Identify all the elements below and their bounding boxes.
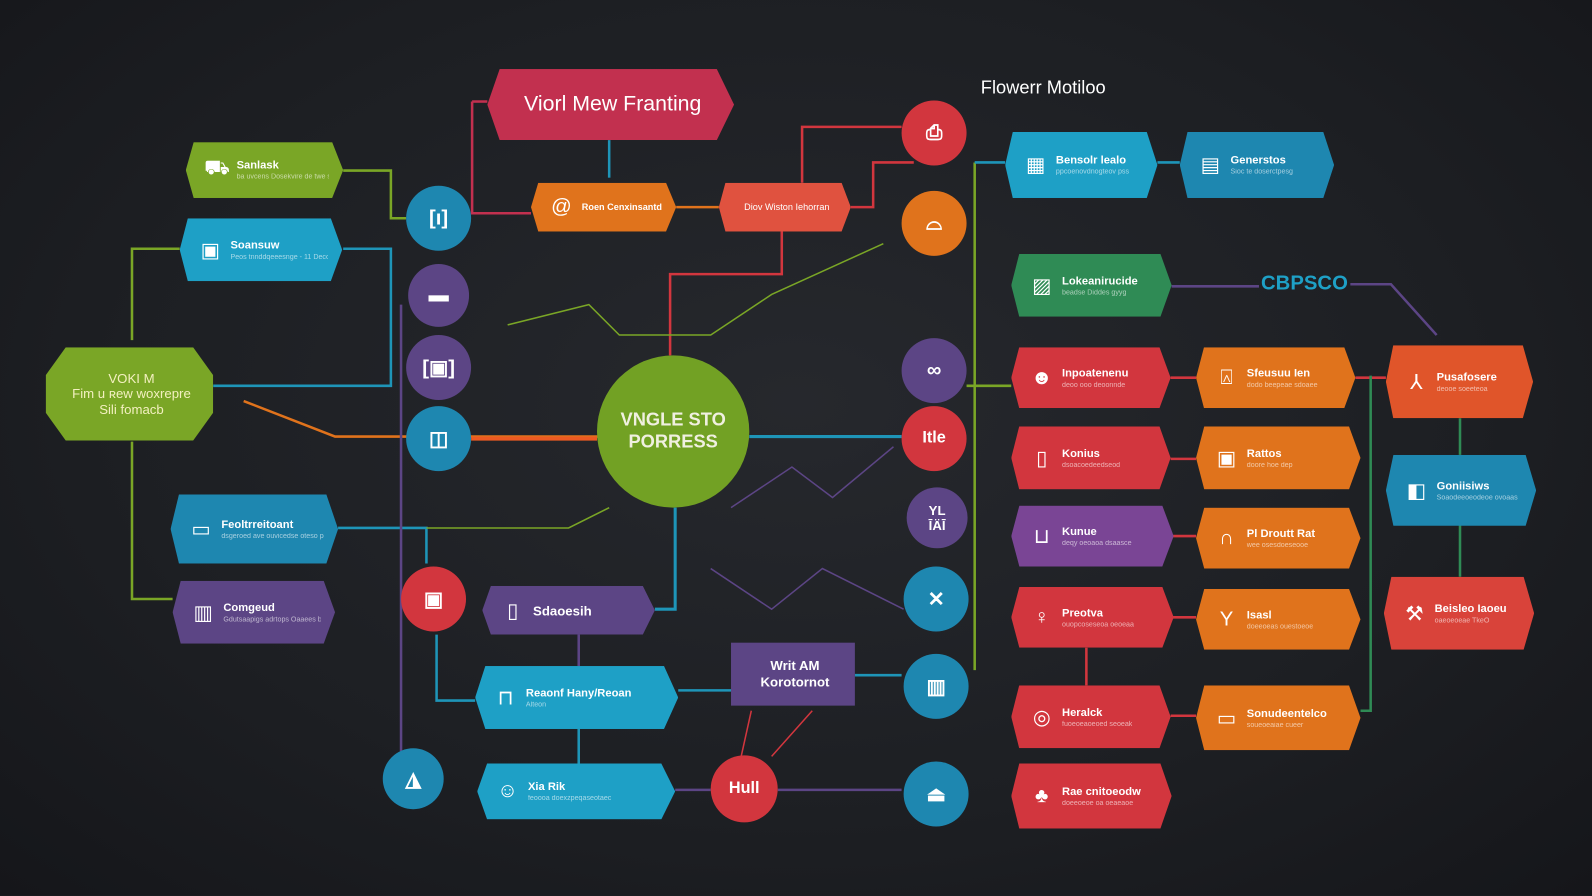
lamp-icon: ♀ xyxy=(1034,605,1050,628)
person-icon: ☺ xyxy=(497,779,519,803)
circle-frame-icon[interactable]: [ı] xyxy=(406,185,472,251)
node-sdao[interactable]: ▯Sdaoesih xyxy=(482,585,655,635)
diagram-title: Flowerr Motiloo xyxy=(980,77,1106,98)
jar-icon: ▣ xyxy=(200,239,220,262)
bag-icon: ⍓ xyxy=(1220,366,1233,389)
circle-flask-icon[interactable]: ⏏ xyxy=(903,761,969,827)
document-icon: ▨ xyxy=(1032,274,1052,297)
gift-icon: ▥ xyxy=(193,601,213,624)
headphones-icon: ∩ xyxy=(1219,526,1234,549)
header-node-label: Viorl Mew Franting xyxy=(524,92,702,117)
building-icon: ▦ xyxy=(1026,154,1046,177)
cabinet-icon: ▤ xyxy=(1200,154,1220,177)
node-roen[interactable]: @Roen Cenxinsantd xyxy=(531,182,677,232)
square-icon: ◧ xyxy=(1406,479,1426,503)
circle-cheese-icon[interactable]: ◮ xyxy=(382,748,444,810)
tv-icon: ▭ xyxy=(1216,707,1237,730)
basket-icon: ⛟ xyxy=(204,157,230,180)
window-icon: ▭ xyxy=(191,518,211,541)
spiral-icon: @ xyxy=(551,195,572,218)
person-icon: ☻ xyxy=(1031,366,1053,389)
node-diov[interactable]: Diov Wiston Iehorran xyxy=(718,182,851,232)
circle-cross-icon[interactable]: ✕ xyxy=(903,566,969,632)
circle-presentation-icon[interactable]: ▣ xyxy=(401,566,467,632)
door-icon: ▯ xyxy=(507,599,519,622)
circle-chart-icon[interactable]: ▥ xyxy=(903,653,969,719)
cbpsco-label: CBPSCO xyxy=(1261,272,1348,295)
circle-monitor-icon[interactable]: [▣] xyxy=(406,335,472,401)
circle-itle[interactable]: Itle xyxy=(901,406,967,472)
circle-bag-icon[interactable]: ⌓ xyxy=(901,190,967,256)
cup-icon: ⊔ xyxy=(1033,525,1050,548)
circle-hull[interactable]: Hull xyxy=(710,755,778,823)
circle-printer-icon[interactable]: ⎙ xyxy=(901,100,967,166)
goblet-icon: Y xyxy=(1219,607,1234,630)
mixer-icon: ♣ xyxy=(1035,784,1049,807)
spiral-icon: ◎ xyxy=(1032,706,1051,729)
phone-icon: ▯ xyxy=(1036,447,1048,470)
figure-icon: ⅄ xyxy=(1410,371,1423,394)
circle-sofa-icon[interactable]: ▬ xyxy=(408,263,470,327)
device-icon: ▣ xyxy=(1216,447,1237,470)
tools-icon: ⚒ xyxy=(1405,602,1424,625)
gate-icon: ⊓ xyxy=(497,686,514,710)
circle-link-icon[interactable]: ∞ xyxy=(901,338,967,404)
header-node[interactable]: Viorl Mew Franting xyxy=(487,69,735,141)
circle-screen-icon[interactable]: ◫ xyxy=(406,406,472,472)
